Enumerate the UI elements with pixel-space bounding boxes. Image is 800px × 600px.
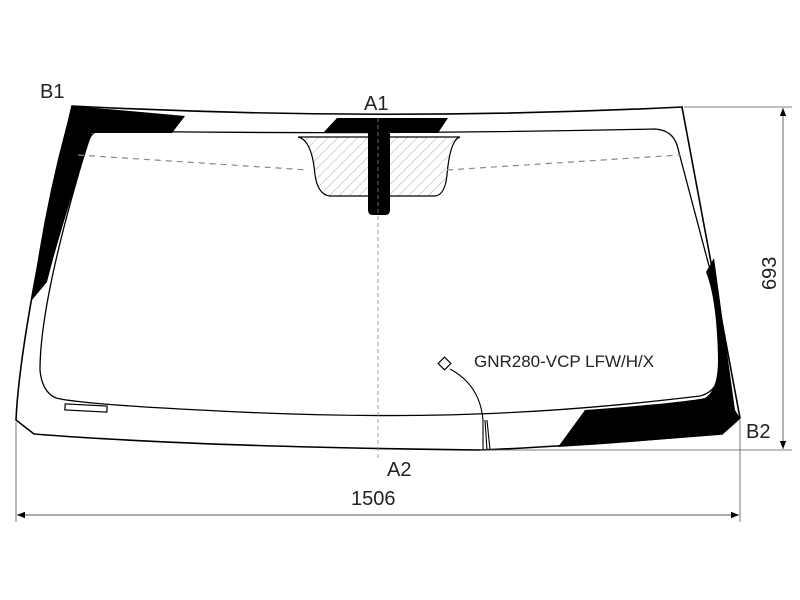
- shade-band-dashed-line-left: [77, 154, 309, 171]
- label-a2: A2: [387, 459, 411, 481]
- label-a1: A1: [364, 93, 388, 115]
- height-dimension-value: 693: [759, 257, 781, 290]
- part-code-label: GNR280-VCP LFW/H/X: [474, 352, 654, 371]
- black-band-top-center: [323, 118, 448, 133]
- glass-inner-line: [39, 128, 721, 417]
- heater-wire: [449, 368, 491, 451]
- heater-connector-icon: [437, 356, 452, 371]
- width-dimension-value: 1506: [351, 488, 396, 510]
- mirror-mount: [368, 133, 390, 215]
- black-band-top-left: [32, 106, 185, 300]
- shade-band-dashed-line-right: [446, 154, 681, 171]
- marker-rectangle: [64, 403, 108, 413]
- black-band-right: [558, 258, 740, 447]
- label-b1: B1: [40, 81, 64, 103]
- label-b2: B2: [746, 421, 770, 443]
